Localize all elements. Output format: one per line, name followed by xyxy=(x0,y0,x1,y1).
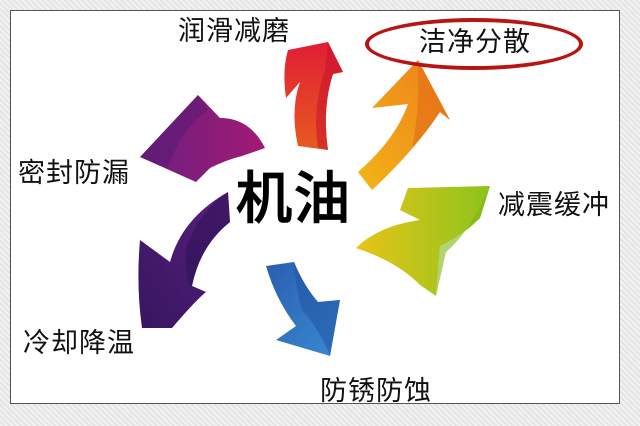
label-lubrication: 润滑减磨 xyxy=(178,16,290,47)
highlight-ellipse xyxy=(365,18,583,70)
arrow-damping-icon xyxy=(356,186,490,296)
arrow-sealing-icon xyxy=(140,95,265,182)
arrow-lubrication-icon xyxy=(284,42,343,150)
label-cleaning: 洁净分散 xyxy=(419,27,531,58)
center-title: 机油 xyxy=(236,167,352,232)
label-sealing: 密封防漏 xyxy=(18,158,130,189)
label-anticorrosion: 防锈防蚀 xyxy=(320,376,432,407)
label-damping: 减震缓冲 xyxy=(498,190,610,221)
arrow-cooling-icon xyxy=(138,192,230,328)
label-cooling: 冷却降温 xyxy=(23,328,135,359)
arrow-anticorrosion-icon xyxy=(266,262,340,356)
arrow-cleaning-icon xyxy=(358,60,450,190)
